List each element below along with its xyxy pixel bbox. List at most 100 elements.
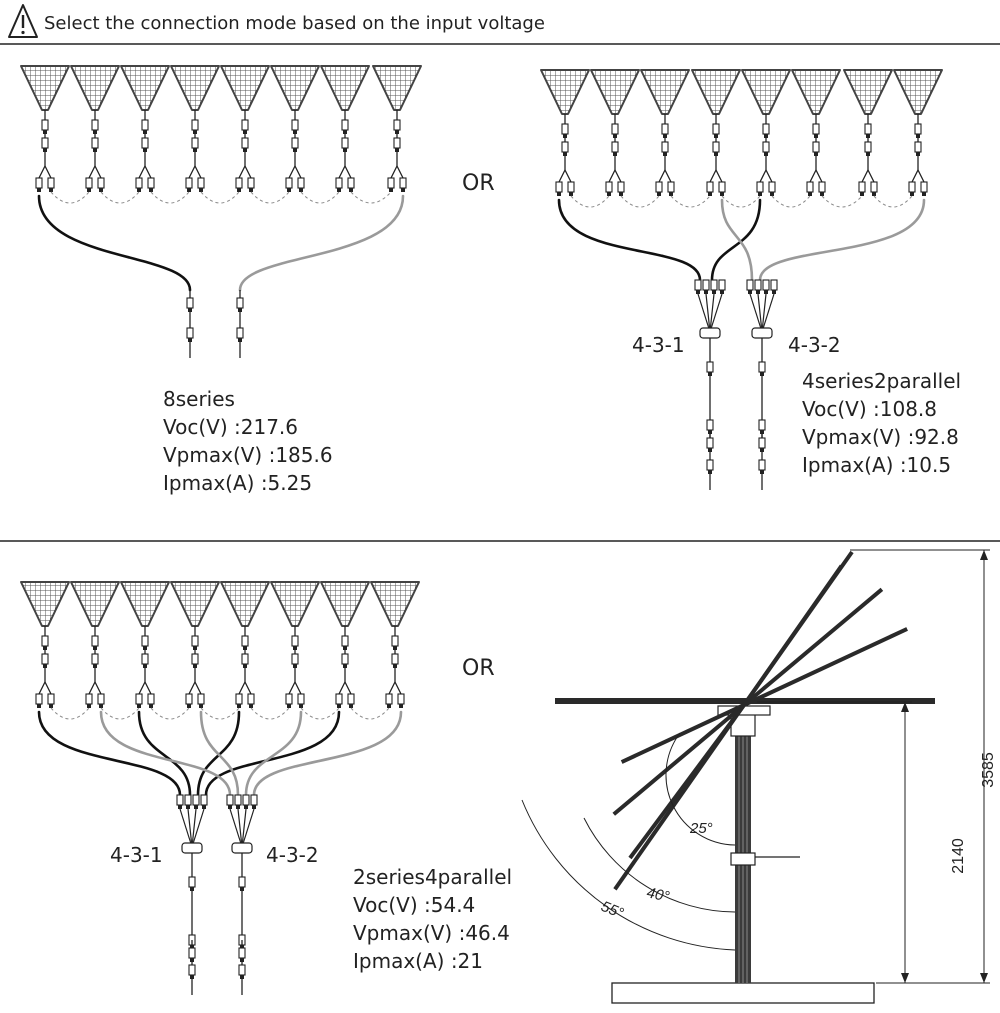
solar-panel-unit: [791, 69, 841, 196]
solar-panel-unit: [320, 65, 370, 192]
solar-panel-unit: [843, 69, 893, 196]
connector-label-2: 4-3-2: [788, 333, 841, 357]
panel-tilted: [743, 627, 908, 707]
specs-4series2parallel: 4series2parallel Voc(V) :108.8 Vpmax(V) …: [632, 333, 961, 477]
panel-tilted: [620, 703, 745, 764]
series-link: [620, 195, 660, 208]
branch-connector: [176, 794, 208, 953]
ground-base: [611, 982, 875, 1004]
solar-panel-unit: [893, 69, 943, 196]
dimension-lines: [757, 549, 990, 984]
series-link: [200, 707, 240, 720]
cable-negative: [720, 198, 754, 282]
vpmax-value: Vpmax(V) :185.6: [163, 443, 333, 467]
solar-panel-unit: [20, 65, 70, 192]
cable-positive: [37, 194, 192, 292]
dimension-2140: 2140: [950, 838, 967, 874]
solar-panel: [70, 581, 120, 627]
branch-connector: [226, 794, 258, 953]
solar-panel-unit: [70, 581, 120, 708]
solar-panel-unit: [691, 69, 741, 196]
solar-panel: [20, 65, 70, 111]
solar-panel: [120, 581, 170, 627]
series-link: [50, 191, 90, 204]
voc-value: Voc(V) :108.8: [802, 397, 937, 421]
solar-panel: [220, 65, 270, 111]
panel-tilted: [612, 703, 746, 816]
solar-panel-unit: [590, 69, 640, 196]
cable-positive: [557, 198, 702, 282]
solar-panel: [320, 581, 370, 627]
solar-panel: [170, 581, 220, 627]
angle-label-25: 25°: [689, 820, 713, 837]
cable-negative: [99, 710, 232, 797]
cable-positive: [37, 710, 182, 797]
connector-label-1: 4-3-1: [632, 333, 685, 357]
arc-55: [521, 799, 736, 951]
solar-panel-unit: [640, 69, 690, 196]
series-link: [50, 707, 90, 720]
solar-panel: [270, 581, 320, 627]
connector-label-1: 4-3-1: [110, 843, 163, 867]
branch-connector: [746, 279, 778, 438]
cable-negative: [199, 710, 240, 797]
arc-40: [583, 817, 736, 913]
series-link: [570, 195, 610, 208]
specs-8series: 8series Voc(V) :217.6 Vpmax(V) :185.6 Ip…: [163, 387, 333, 495]
series-link: [821, 195, 863, 208]
solar-panel-unit: [270, 65, 320, 192]
series-link: [721, 195, 761, 208]
specs-2series4parallel: 2series4parallel Voc(V) :54.4 Vpmax(V) :…: [110, 843, 512, 973]
series-link: [350, 707, 390, 720]
panel-group-2series4parallel: [20, 581, 420, 720]
cables-2series4parallel: [37, 710, 403, 797]
connector-hubs: [176, 279, 778, 995]
series-link: [250, 707, 290, 720]
panel-tilted: [742, 587, 884, 707]
cable-negative: [244, 710, 303, 797]
voc-value: Voc(V) :54.4: [353, 893, 475, 917]
solar-panel-unit: [220, 581, 270, 708]
or-label-bottom: OR: [462, 656, 495, 681]
mode-name: 4series2parallel: [802, 369, 961, 393]
cable-positive: [204, 710, 341, 797]
solar-panel: [540, 69, 590, 115]
voc-value: Voc(V) :217.6: [163, 415, 298, 439]
series-link: [150, 707, 190, 720]
series-link: [771, 195, 811, 208]
solar-panel-unit: [270, 581, 320, 708]
mount-drawing: 25° 40° 55° 2140 3585: [521, 549, 997, 1004]
solar-panel: [640, 69, 690, 115]
angle-label-55: 55°: [599, 898, 626, 922]
solar-panel: [120, 65, 170, 111]
solar-panel-unit: [741, 69, 791, 196]
series-link: [350, 191, 392, 204]
solar-panel-unit: [170, 65, 220, 192]
solar-panel: [170, 65, 220, 111]
series-link: [100, 191, 140, 204]
mode-name: 2series4parallel: [353, 865, 512, 889]
panels-tilted: [612, 550, 908, 891]
series-link: [250, 191, 290, 204]
warning-icon: [8, 4, 38, 38]
series-link: [100, 707, 140, 720]
solar-panel-unit: [320, 581, 370, 708]
cable-positive: [137, 710, 192, 797]
solar-panel: [893, 69, 943, 115]
ipmax-value: Ipmax(A) :10.5: [802, 453, 951, 477]
ipmax-value: Ipmax(A) :5.25: [163, 471, 312, 495]
panel-group-8series: [20, 65, 422, 204]
panel-group-4series2parallel: [540, 69, 943, 208]
panel-tilted-max: [742, 550, 854, 707]
series-link: [670, 195, 711, 208]
series-link: [300, 707, 340, 720]
or-label-top: OR: [462, 171, 495, 196]
solar-panel-unit: [120, 65, 170, 192]
vpmax-value: Vpmax(V) :46.4: [353, 921, 510, 945]
solar-panel-unit: [170, 581, 220, 708]
series-link: [873, 195, 913, 208]
solar-panel: [270, 65, 320, 111]
solar-panel: [20, 581, 70, 627]
dimension-3585: 3585: [980, 752, 997, 788]
